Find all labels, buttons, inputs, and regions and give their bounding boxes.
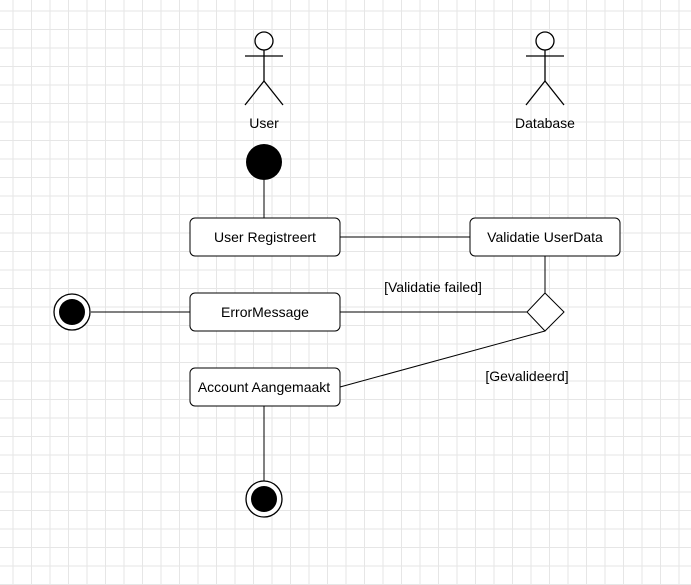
guard-validatie-failed: [Validatie failed] xyxy=(384,279,482,295)
activity-account-aangemaakt-label: Account Aangemaakt xyxy=(198,379,330,395)
initial-node xyxy=(246,144,282,180)
edge-decision-to-created xyxy=(339,330,546,388)
final-node-error xyxy=(53,293,91,331)
actor-head xyxy=(535,31,555,51)
edges xyxy=(91,180,546,481)
activity-user-registreert[interactable] xyxy=(189,217,341,257)
activity-errormessage[interactable] xyxy=(189,292,341,332)
activity-validatie-userdata[interactable] xyxy=(469,217,621,257)
actor-database-label: Database xyxy=(515,115,575,131)
guard-gevalideerd: [Gevalideerd] xyxy=(485,368,568,384)
actor-database xyxy=(525,31,565,106)
final-node-success xyxy=(245,480,283,518)
actor-user xyxy=(244,31,284,106)
activity-user-registreert-label: User Registreert xyxy=(214,229,316,245)
activity-errormessage-label: ErrorMessage xyxy=(221,304,309,320)
decision-node[interactable] xyxy=(526,292,565,332)
actor-head xyxy=(254,31,274,51)
activity-validatie-userdata-label: Validatie UserData xyxy=(487,229,603,245)
activity-account-aangemaakt[interactable] xyxy=(189,367,341,407)
actor-user-label: User xyxy=(249,115,279,131)
